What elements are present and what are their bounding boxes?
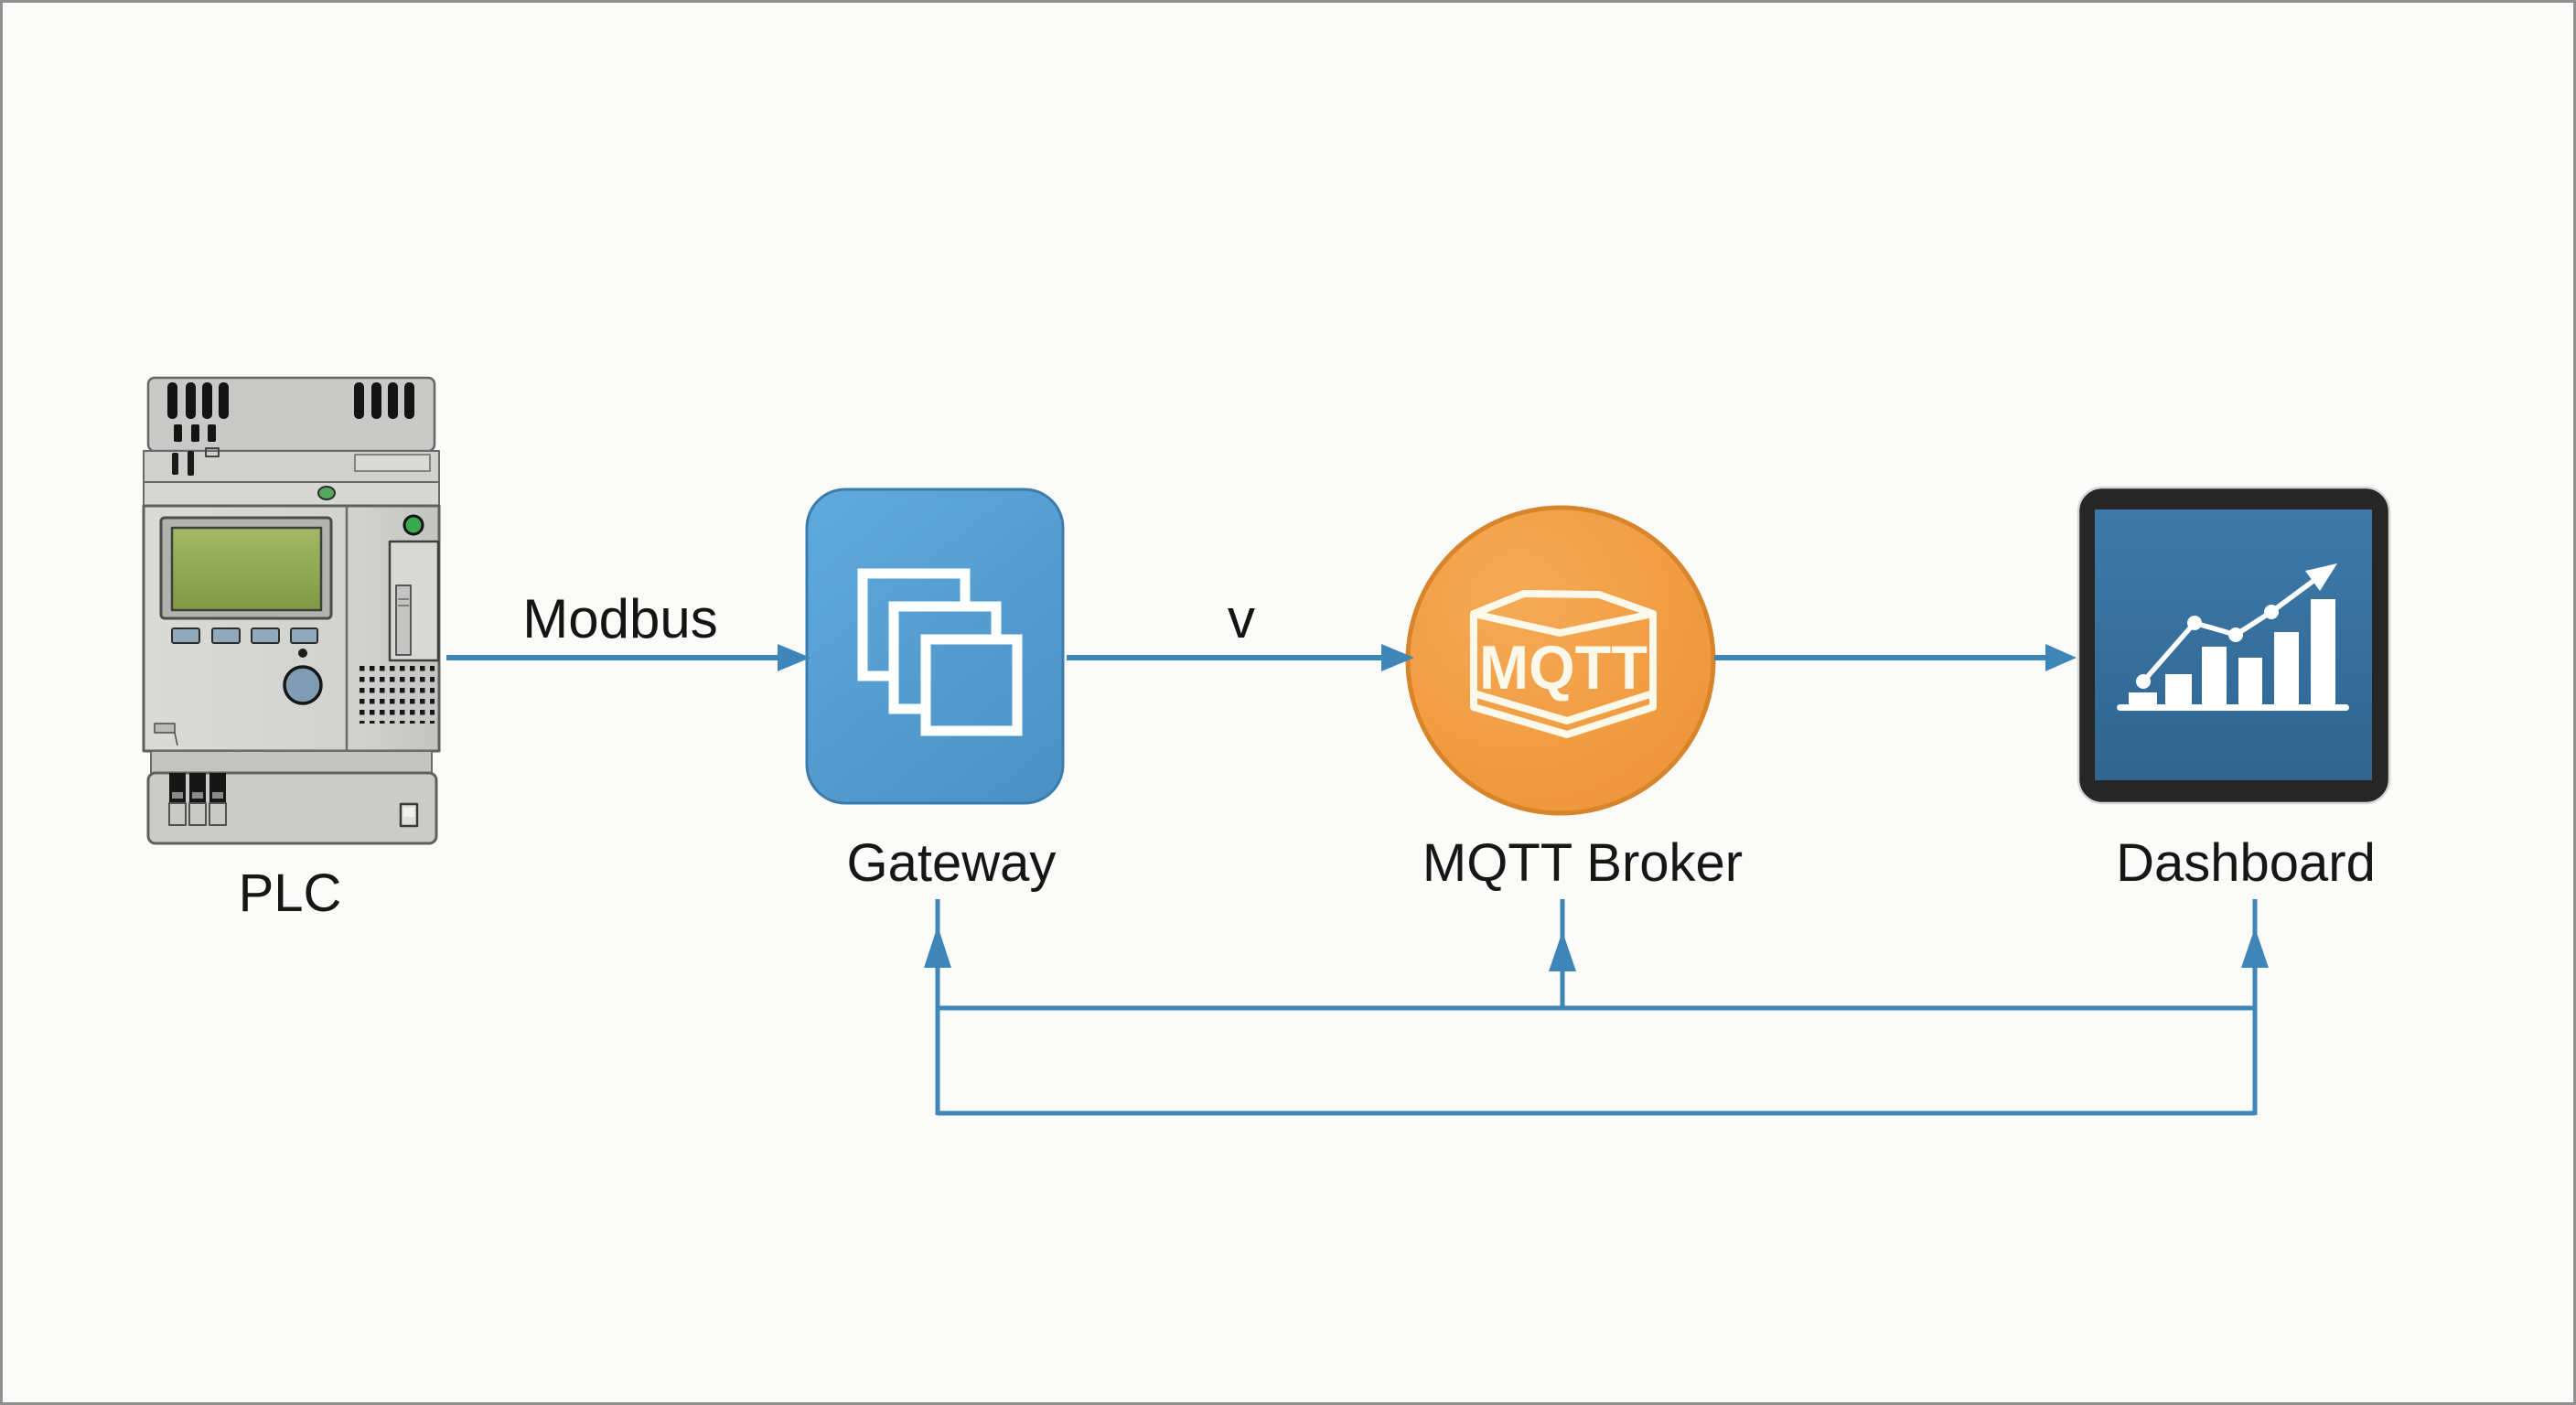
gateway-icon <box>857 568 1023 736</box>
plc-knob <box>283 665 323 705</box>
plc-label: PLC <box>239 863 342 923</box>
dashboard-node <box>2077 486 2391 805</box>
plc-top-connector-slots <box>167 382 414 442</box>
plc-tag <box>154 723 176 734</box>
plc-vent-grille <box>359 665 435 724</box>
flow-edges <box>446 655 2258 1116</box>
gateway-label: Gateway <box>847 833 1057 893</box>
mqtt-broker-circle <box>1405 505 1716 816</box>
gateway-broker-edge-label: v <box>1228 588 1255 649</box>
plc-power-led-icon <box>402 514 424 536</box>
mqtt-broker-label: MQTT Broker <box>1422 833 1743 893</box>
arrowhead-up-broker <box>1549 931 1576 971</box>
plc-bottom-step <box>150 750 433 774</box>
arrowhead-to-dashboard <box>2045 644 2077 671</box>
arrowheads <box>778 644 2269 971</box>
plc-status-led-icon <box>317 486 336 500</box>
gateway-node <box>805 488 1065 805</box>
plc-terminal-blocks <box>168 773 227 826</box>
labels: PLC Gateway MQTT Broker Dashboard Modbus… <box>239 588 2376 923</box>
arrowhead-up-gateway <box>924 926 951 968</box>
plc-device-illustration <box>142 376 441 845</box>
dashboard-chart-icon <box>2117 563 2349 711</box>
arrowhead-to-gateway <box>778 644 810 671</box>
plc-port-slot <box>395 585 412 656</box>
plc-tier-notch <box>205 447 220 457</box>
mqtt-logo-text: MQTT <box>1479 633 1648 702</box>
arrowhead-up-dashboard <box>2241 928 2269 968</box>
modbus-edge-label: Modbus <box>522 588 717 649</box>
plc-lcd-screen <box>170 526 323 612</box>
arrowhead-to-broker <box>1381 644 1414 671</box>
plc-function-buttons <box>171 627 318 644</box>
plc-tier-lower <box>143 481 440 507</box>
mqtt-broker-node: MQTT <box>1405 505 1716 816</box>
plc-latch <box>354 454 431 472</box>
dashboard-label: Dashboard <box>2116 833 2376 893</box>
plc-reset-button-face <box>403 808 414 817</box>
mqtt-logo-icon <box>1470 590 1657 738</box>
plc-indicator-dot <box>298 649 307 658</box>
